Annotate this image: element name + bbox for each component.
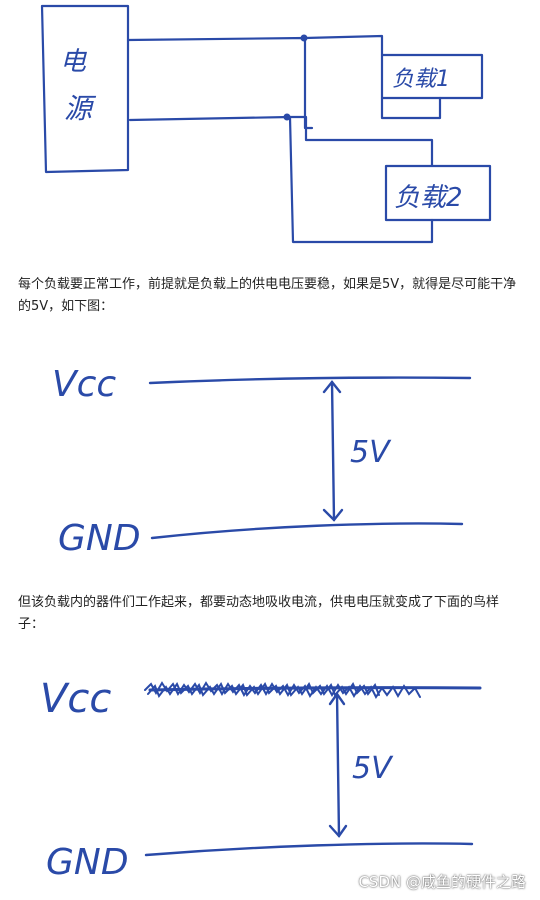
junction-dot-top (300, 34, 308, 42)
paragraph-2: 但该负载内的器件们工作起来，都要动态地吸收电流，供电电压就变成了下面的鸟样子： (18, 595, 500, 632)
voltage-arrow (330, 380, 336, 522)
power-source-box (40, 4, 130, 174)
vcc-line (148, 376, 472, 385)
vcc-label: Vcc (40, 676, 111, 722)
junction-dot-bottom (283, 113, 291, 121)
load1-label: 负载1 (392, 67, 450, 92)
gnd-label: GND (58, 518, 141, 559)
vcc-label: Vcc (52, 364, 116, 405)
noisy-vcc-diagram: Vcc GND 5V (0, 660, 540, 900)
bottom-wire (128, 115, 434, 244)
source-label-1: 电 (60, 47, 87, 77)
source-label-2: 源 (64, 92, 97, 125)
top-wire (126, 36, 314, 130)
load1-box (380, 53, 484, 100)
voltage-arrow (335, 692, 341, 838)
csdn-watermark: CSDN @咸鱼的硬件之路 (358, 873, 526, 891)
paragraph-1: 每个负载要正常工作，前提就是负载上的供电电压要稳，如果是5V，就得是尽可能干净的… (18, 277, 517, 314)
load2-box (384, 164, 492, 222)
gnd-line (150, 522, 464, 540)
voltage-label: 5V (352, 751, 394, 786)
load2-label: 负载2 (394, 183, 463, 213)
gnd-label: GND (46, 842, 129, 883)
gnd-line (144, 842, 474, 857)
power-loads-diagram: 电 源 负载1 负载2 (0, 0, 540, 250)
voltage-label: 5V (350, 435, 392, 470)
clean-vcc-diagram: Vcc GND 5V (0, 340, 540, 570)
